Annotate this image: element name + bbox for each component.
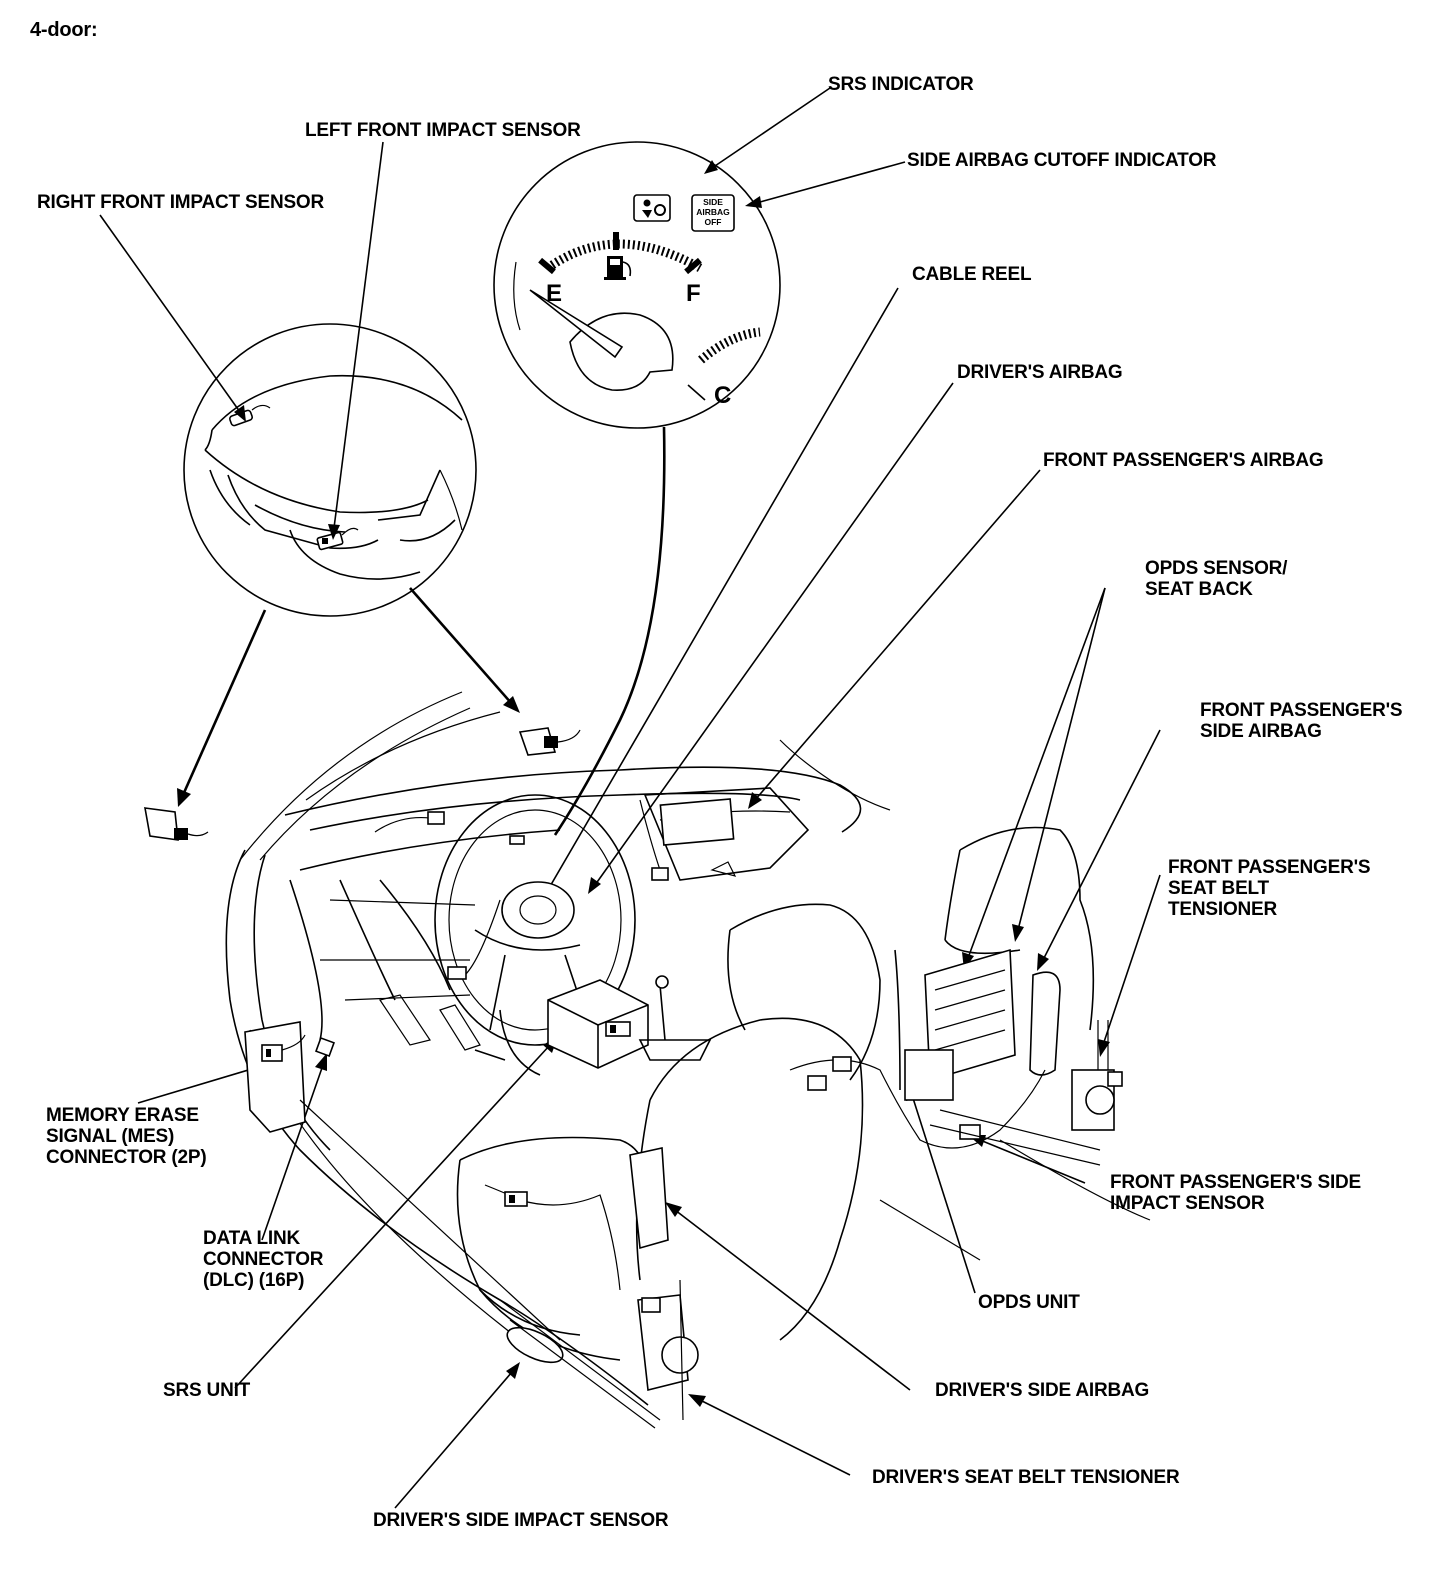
label-opds-sensor-seat-back: OPDS SENSOR/ SEAT BACK: [1145, 558, 1287, 600]
label-front-pass-side-impact-line1: FRONT PASSENGER'S SIDE: [1110, 1172, 1362, 1193]
label-opds-sensor-line2: SEAT BACK: [1145, 579, 1253, 600]
page-title: 4-door:: [30, 19, 98, 41]
side-airbag-off-badge-text: SIDE AIRBAG OFF: [692, 197, 734, 227]
gauge-empty-mark: E: [546, 280, 562, 307]
label-front-pass-side-airbag-line2: SIDE AIRBAG: [1200, 721, 1322, 742]
label-right-front-impact-sensor: RIGHT FRONT IMPACT SENSOR: [37, 192, 325, 213]
label-data-link-connector: DATA LINK CONNECTOR (DLC) (16P): [203, 1228, 324, 1291]
label-front-pass-side-impact-line2: IMPACT SENSOR: [1110, 1193, 1265, 1214]
label-dlc-line1: DATA LINK: [203, 1228, 301, 1249]
vehicle-interior-artwork: [144, 691, 1151, 1429]
label-cable-reel: CABLE REEL: [912, 264, 1032, 285]
label-drivers-seat-belt-tensioner: DRIVER'S SEAT BELT TENSIONER: [872, 1467, 1180, 1488]
label-mes-line3: CONNECTOR (2P): [46, 1147, 207, 1168]
srs-unit-box: [547, 979, 649, 1069]
badge-line3: OFF: [704, 217, 722, 227]
label-front-passengers-seat-belt-tensioner: FRONT PASSENGER'S SEAT BELT TENSIONER: [1168, 857, 1371, 920]
label-front-passengers-airbag: FRONT PASSENGER'S AIRBAG: [1043, 450, 1324, 471]
label-side-airbag-cutoff-indicator: SIDE AIRBAG CUTOFF INDICATOR: [907, 150, 1217, 171]
label-left-front-impact-sensor: LEFT FRONT IMPACT SENSOR: [305, 120, 581, 141]
label-drivers-airbag: DRIVER'S AIRBAG: [957, 362, 1123, 383]
badge-line2: AIRBAG: [696, 207, 730, 217]
label-dlc-line3: (DLC) (16P): [203, 1270, 305, 1291]
label-front-pass-tensioner-line2: SEAT BELT: [1168, 878, 1269, 899]
label-srs-unit: SRS UNIT: [163, 1380, 251, 1401]
label-front-pass-tensioner-line1: FRONT PASSENGER'S: [1168, 857, 1371, 878]
label-srs-indicator: SRS INDICATOR: [828, 74, 974, 95]
label-front-pass-side-airbag-line1: FRONT PASSENGER'S: [1200, 700, 1403, 721]
drivers-seat: [456, 903, 881, 1429]
label-front-passengers-side-impact-sensor: FRONT PASSENGER'S SIDE IMPACT SENSOR: [1110, 1172, 1361, 1214]
badge-line1: SIDE: [703, 197, 723, 207]
car-front-detail-circle: [183, 323, 477, 617]
gauge-full-mark: F: [686, 280, 701, 307]
gauge-cold-mark: C: [714, 382, 732, 409]
gauge-cluster-detail-circle: [493, 141, 781, 429]
label-drivers-side-airbag: DRIVER'S SIDE AIRBAG: [935, 1380, 1150, 1401]
label-mes-line1: MEMORY ERASE: [46, 1105, 199, 1126]
side-airbag-off-badge: [691, 194, 735, 232]
label-dlc-line2: CONNECTOR: [203, 1249, 324, 1270]
gauge-leader-curve: [553, 426, 666, 836]
label-front-passengers-side-airbag: FRONT PASSENGER'S SIDE AIRBAG: [1200, 700, 1403, 742]
front-impact-sensor-parts: [144, 727, 581, 841]
label-mes-connector: MEMORY ERASE SIGNAL (MES) CONNECTOR (2P): [46, 1105, 207, 1168]
fuel-pump-icon: [604, 256, 632, 280]
srs-indicator-icon: [633, 194, 671, 222]
label-front-pass-tensioner-line3: TENSIONER: [1168, 899, 1278, 920]
leader-lines: [99, 87, 1161, 1509]
label-drivers-side-impact-sensor: DRIVER'S SIDE IMPACT SENSOR: [373, 1510, 669, 1531]
passenger-seat: [789, 826, 1123, 1166]
label-mes-line2: SIGNAL (MES): [46, 1126, 175, 1147]
label-opds-unit: OPDS UNIT: [978, 1292, 1080, 1313]
label-opds-sensor-line1: OPDS SENSOR/: [1145, 558, 1288, 579]
